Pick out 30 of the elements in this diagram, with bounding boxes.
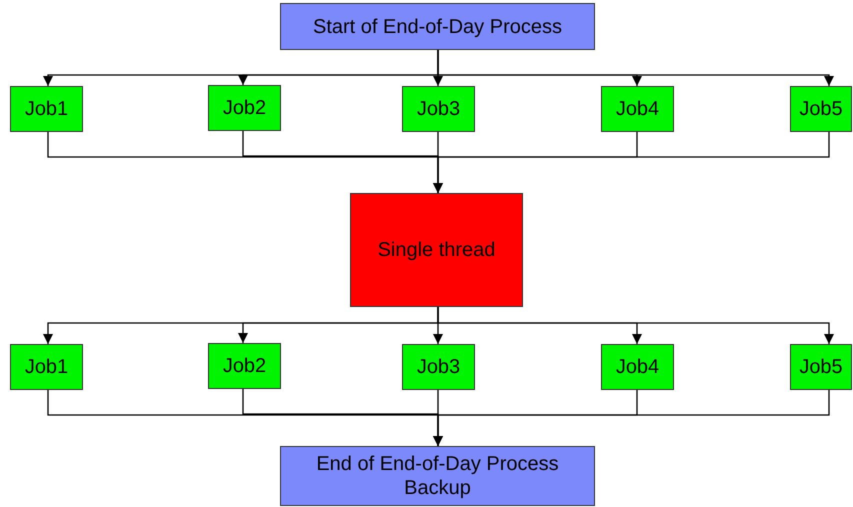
process-box — [350, 193, 523, 307]
arrow — [433, 390, 830, 446]
node-label: Single thread — [378, 238, 496, 262]
job-box — [208, 85, 281, 131]
node-label: Job4 — [616, 355, 660, 379]
job-box — [402, 86, 475, 132]
node-label: Job3 — [416, 355, 460, 379]
job-box — [208, 343, 281, 389]
job-box — [790, 344, 852, 390]
arrow — [437, 307, 834, 344]
job-box — [280, 3, 595, 50]
job-box — [10, 344, 83, 390]
node-label: Job4 — [616, 97, 660, 121]
node-label: Job5 — [799, 97, 843, 121]
node-label: Job2 — [222, 354, 266, 378]
arrow — [433, 132, 830, 193]
job-box — [402, 344, 475, 390]
node-label: Job1 — [24, 355, 68, 379]
node-label: Job5 — [799, 355, 843, 379]
job-box — [790, 86, 852, 132]
node-label: End of End-of-Day Process Backup — [315, 452, 560, 500]
node-label: Job3 — [416, 97, 460, 121]
job-box — [601, 86, 674, 132]
job-box — [10, 86, 83, 132]
node-label: Job2 — [222, 96, 266, 120]
process-box — [280, 446, 595, 506]
job-box — [601, 344, 674, 390]
node-label: Start of End-of-Day Process — [313, 14, 562, 38]
arrow — [437, 50, 834, 86]
node-label: Job1 — [24, 97, 68, 121]
